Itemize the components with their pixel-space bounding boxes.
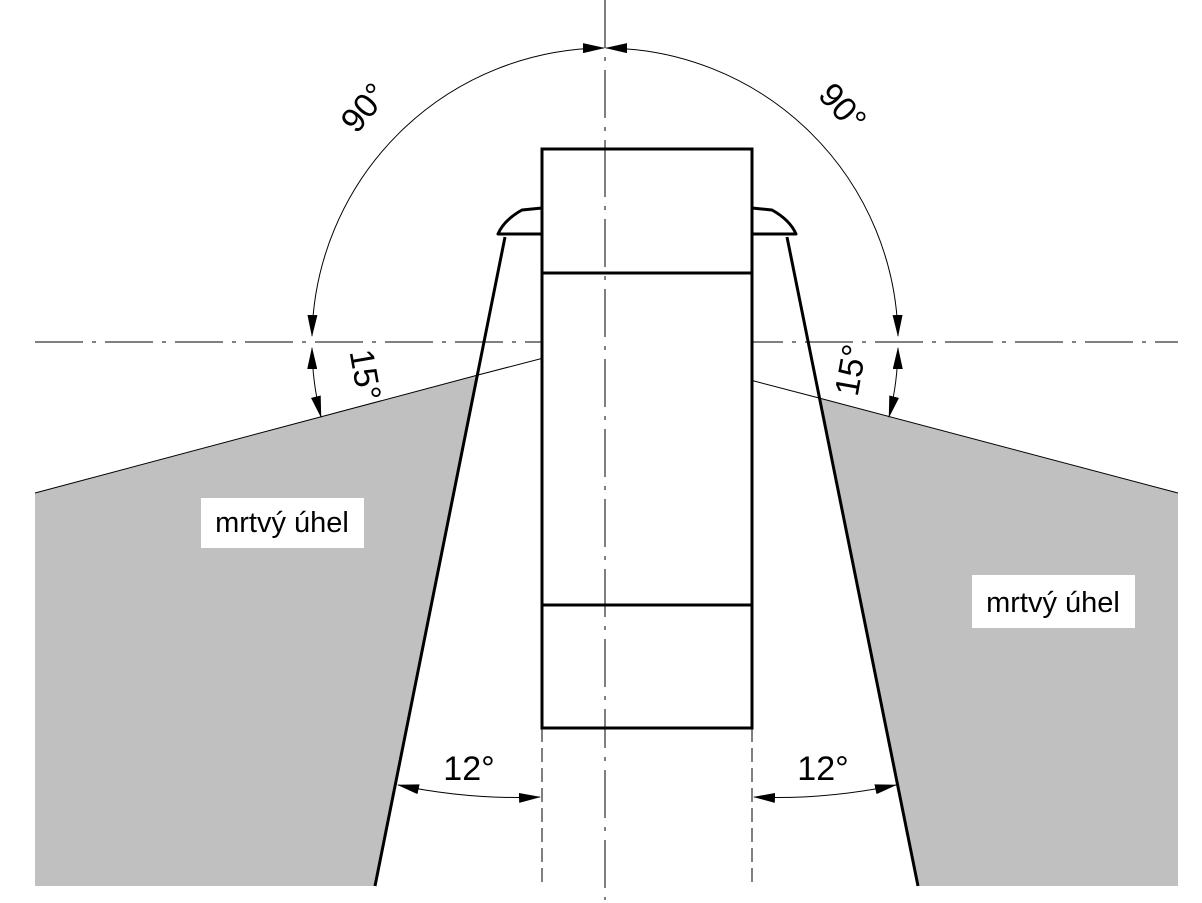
blind-spot-left-label-bg [201, 498, 364, 548]
rear-view-line-left [373, 236, 507, 887]
dimension-arc-rear-left [397, 784, 541, 803]
blind-spot-left-zone [35, 375, 478, 886]
angle-label-front-right: 90° [811, 76, 874, 140]
angle-label-front-left: 90° [333, 76, 395, 140]
blind-spot-right-zone [819, 398, 1178, 886]
right-mirror [750, 206, 798, 236]
angle-label-side-left: 15° [342, 346, 388, 403]
rear-view-line-right [785, 236, 920, 887]
left-mirror [496, 206, 544, 236]
blind-spot-right-label: mrtvý úhel [986, 587, 1120, 619]
blind-spot-right-label-bg [972, 575, 1135, 628]
dimension-arc-side-right [888, 347, 903, 418]
angle-label-side-right: 15° [828, 341, 874, 398]
dimension-arc-rear-right [753, 784, 897, 803]
dimension-arc-front-left [307, 43, 605, 337]
dimension-arc-side-left [307, 347, 322, 418]
dimension-arc-front-right [605, 43, 903, 337]
vehicle-body [540, 147, 754, 730]
angle-label-rear-left: 12° [443, 750, 494, 788]
angle-label-rear-right: 12° [797, 750, 848, 788]
blind-spot-left-label: mrtvý úhel [215, 507, 349, 539]
blind-spot-right-top-edge [818, 397, 1179, 494]
blind-spot-left-top-edge [34, 374, 479, 494]
